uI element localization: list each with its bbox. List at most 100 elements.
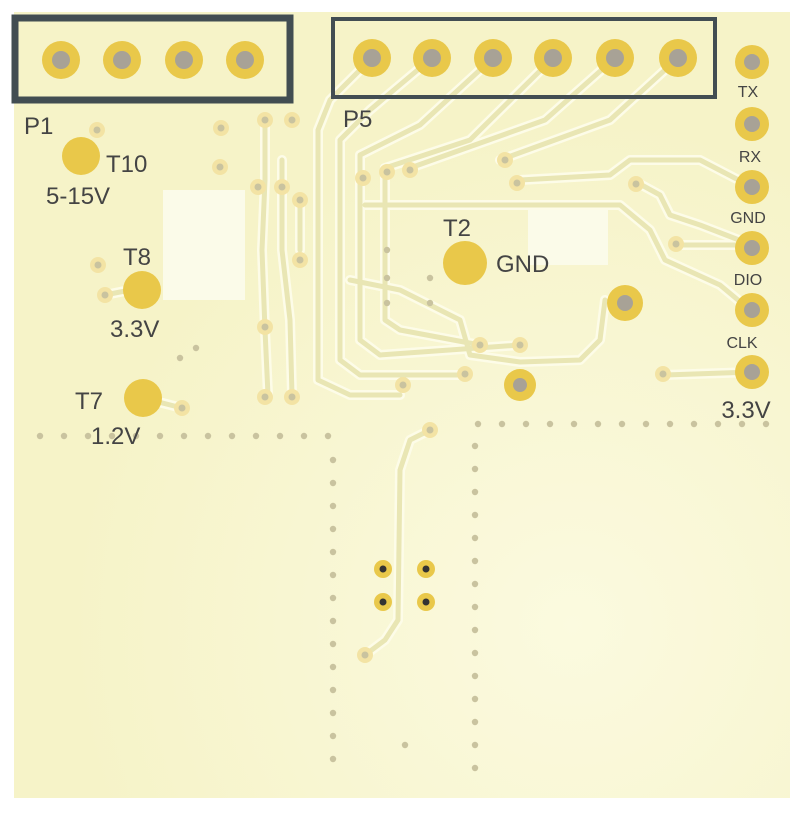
- test-point-t2-name: T2: [443, 215, 471, 242]
- via: [395, 377, 411, 393]
- test-point-t10-net: 5-15V: [46, 183, 110, 210]
- via: [472, 337, 488, 353]
- test-point-t8-net: 3.3V: [110, 316, 159, 343]
- signal-vias: [89, 112, 684, 663]
- connector-pad-33v: [735, 355, 769, 389]
- test-point-t10-name: T10: [106, 151, 147, 178]
- stitching-via: [276, 432, 284, 440]
- stitching-via: [252, 432, 260, 440]
- test-point-t2-net: GND: [496, 251, 549, 278]
- via: [284, 389, 300, 405]
- test-point-t10-pad: [62, 137, 100, 175]
- via: [668, 236, 684, 252]
- stitching-via: [738, 420, 746, 428]
- via: [357, 647, 373, 663]
- via: [257, 389, 273, 405]
- connector-pad-rx: [735, 107, 769, 141]
- stitching-via: [618, 420, 626, 428]
- stitching-via: [690, 420, 698, 428]
- stitching-via: [594, 420, 602, 428]
- stitching-via: [426, 274, 434, 282]
- stitching-via: [192, 344, 200, 352]
- stitching-vias: [36, 246, 770, 772]
- test-points: [62, 137, 487, 417]
- test-point-t8-name: T8: [123, 244, 151, 271]
- thermal-via: [374, 560, 392, 578]
- header-p5-pin-4: [534, 39, 572, 77]
- through-hole-pads: [504, 285, 643, 401]
- stitching-via: [471, 741, 479, 749]
- stitching-via: [329, 548, 337, 556]
- stitching-via: [156, 432, 164, 440]
- header-p5-pins: [353, 39, 697, 77]
- stitching-via: [108, 432, 116, 440]
- stitching-via: [383, 246, 391, 254]
- stitching-via: [471, 672, 479, 680]
- stitching-via: [329, 525, 337, 533]
- via: [292, 252, 308, 268]
- stitching-via: [471, 511, 479, 519]
- stitching-via: [329, 479, 337, 487]
- via: [97, 287, 113, 303]
- through-hole-pad: [607, 285, 643, 321]
- header-p5-pin-5: [596, 39, 634, 77]
- test-point-t7-name: T7: [75, 388, 103, 415]
- stitching-via: [642, 420, 650, 428]
- via: [174, 400, 190, 416]
- stitching-via: [471, 580, 479, 588]
- stitching-via: [204, 432, 212, 440]
- header-p1-pin-1: [42, 41, 80, 79]
- stitching-via: [180, 432, 188, 440]
- via: [274, 179, 290, 195]
- stitching-via: [324, 432, 332, 440]
- via: [89, 122, 105, 138]
- test-point-t2-pad: [443, 241, 487, 285]
- via: [402, 162, 418, 178]
- stitching-via: [60, 432, 68, 440]
- via: [509, 175, 525, 191]
- header-p1-pin-4: [226, 41, 264, 79]
- via: [257, 319, 273, 335]
- test-point-t8-pad: [123, 271, 161, 309]
- test-point-t7-pad: [124, 379, 162, 417]
- via: [250, 179, 266, 195]
- stitching-via: [471, 557, 479, 565]
- via: [457, 366, 473, 382]
- connector-pad-tx: [735, 45, 769, 79]
- connector-pin-3v3-label: 3.3V: [721, 397, 770, 424]
- thermal-via: [374, 593, 392, 611]
- stitching-via: [666, 420, 674, 428]
- stitching-via: [471, 534, 479, 542]
- connector-pin-rx-label: RX: [739, 149, 762, 166]
- stitching-via: [426, 299, 434, 307]
- header-p1-pins: [42, 41, 264, 79]
- connector-pin-dio-label: DIO: [734, 272, 762, 289]
- stitching-via: [300, 432, 308, 440]
- stitching-via: [383, 299, 391, 307]
- stitching-via: [228, 432, 236, 440]
- stitching-via: [329, 686, 337, 694]
- stitching-via: [329, 640, 337, 648]
- header-p5-pin-3: [474, 39, 512, 77]
- stitching-via: [383, 274, 391, 282]
- header-p5-pin-2: [413, 39, 451, 77]
- thermal-via: [417, 560, 435, 578]
- header-p1-label: P1: [24, 113, 53, 140]
- connector-pin-tx-label: TX: [738, 84, 759, 101]
- stitching-via: [471, 695, 479, 703]
- test-point-t7-net: 1.2V: [91, 423, 140, 450]
- via: [497, 152, 513, 168]
- via: [257, 112, 273, 128]
- stitching-via: [329, 617, 337, 625]
- via: [292, 192, 308, 208]
- header-p5-outline: [331, 17, 717, 99]
- stitching-via: [498, 420, 506, 428]
- stitching-via: [546, 420, 554, 428]
- via: [284, 112, 300, 128]
- header-p1-pin-3: [165, 41, 203, 79]
- connector-pads: [735, 45, 769, 389]
- stitching-via: [329, 663, 337, 671]
- stitching-via: [762, 420, 770, 428]
- stitching-via: [471, 764, 479, 772]
